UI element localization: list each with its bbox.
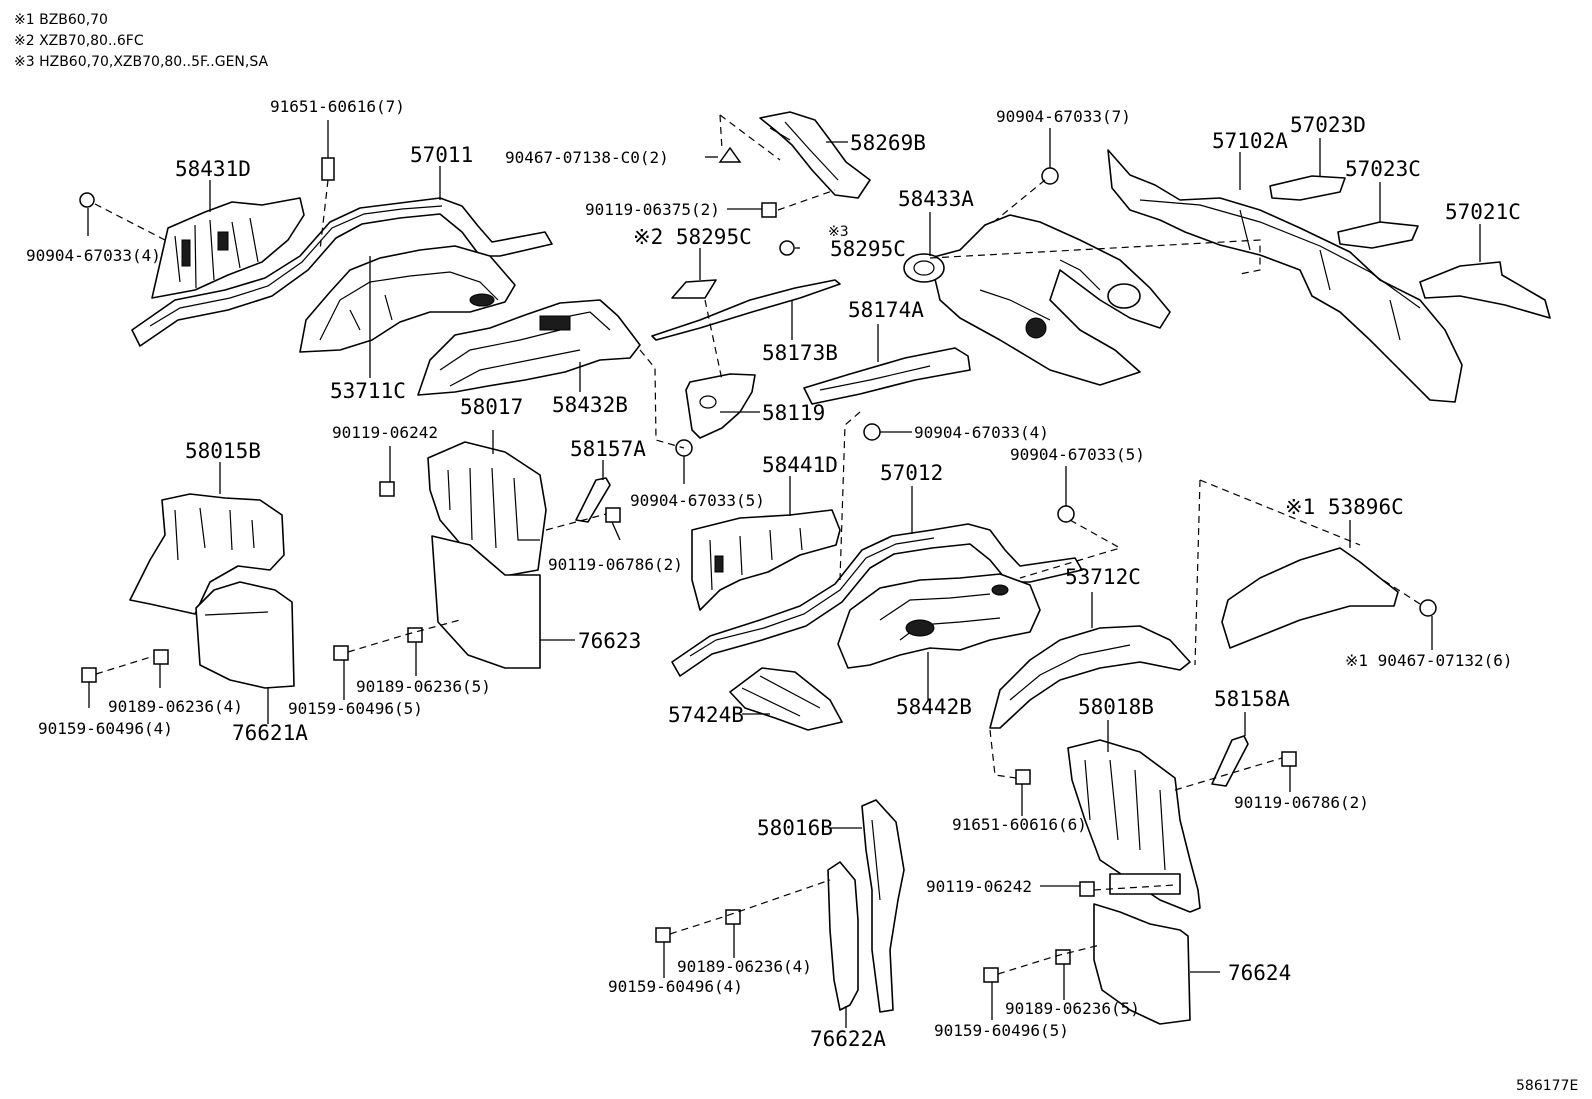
leader-lines [87,120,1481,1028]
part-57021c[interactable] [1419,261,1551,319]
part-76623[interactable] [431,535,541,669]
part-58017[interactable] [427,441,547,577]
note-2: ※2 XZB70,80..6FC [14,33,144,49]
label-91651-60616-6[interactable]: 91651-60616(6) [952,815,1087,834]
label-90189-06236-5a[interactable]: 90189-06236(5) [356,677,491,696]
note-1: ※1 BZB60,70 [14,12,108,28]
label-90904-67033-5b[interactable]: 90904-67033(5) [1010,445,1145,464]
label-58157a[interactable]: 58157A [570,437,646,461]
part-57023c[interactable] [1337,221,1419,249]
label-90904-67033-7[interactable]: 90904-67033(7) [996,107,1131,126]
part-53896c[interactable] [1221,547,1399,649]
label-90119-06242b[interactable]: 90119-06242 [926,877,1032,896]
part-58431d[interactable] [151,197,305,299]
label-90159-60496-4b[interactable]: 90159-60496(4) [608,977,743,996]
part-58018b[interactable] [1067,739,1201,913]
label-57023c[interactable]: 57023C [1345,157,1421,181]
part-58432b[interactable] [417,299,641,396]
part-57011[interactable] [131,197,553,347]
label-58269b[interactable]: 58269B [850,131,926,155]
label-90904-67033-5a[interactable]: 90904-67033(5) [630,491,765,510]
label-91651-60616-7[interactable]: 91651-60616(7) [270,97,405,116]
part-labels: 91651-60616(7) 57011 58431D 90904-67033(… [26,97,1521,1051]
part-58173b[interactable] [651,279,841,341]
label-58017[interactable]: 58017 [460,395,523,419]
part-58157a[interactable] [575,477,611,523]
label-58432b[interactable]: 58432B [552,393,628,417]
label-53712c[interactable]: 53712C [1065,565,1141,589]
part-58295c-small[interactable] [671,279,717,299]
label-58442b[interactable]: 58442B [896,695,972,719]
part-57424b[interactable] [729,667,843,731]
label-90904-67033-4b[interactable]: 90904-67033(4) [914,423,1049,442]
label-58158a[interactable]: 58158A [1214,687,1290,711]
diagram-id: 586177E [1516,1078,1578,1094]
part-76624[interactable] [1093,903,1191,1025]
note-3: ※3 HZB60,70,XZB70,80..5F..GEN,SA [14,54,268,70]
label-57021c[interactable]: 57021C [1445,200,1521,224]
label-58018b[interactable]: 58018B [1078,695,1154,719]
part-57012[interactable] [671,523,1083,677]
part-58119[interactable] [685,373,756,439]
label-90904-67033-4a[interactable]: 90904-67033(4) [26,246,161,265]
part-58174a[interactable] [803,347,971,405]
assembly-lines [94,114,1421,975]
label-58441d[interactable]: 58441D [762,453,838,477]
label-90467-07132[interactable]: ※1 90467-07132(6) [1345,651,1513,670]
label-58295c-2[interactable]: ※2 58295C [633,225,752,249]
label-90159-60496-4a[interactable]: 90159-60496(4) [38,719,173,738]
label-58016b[interactable]: 58016B [757,816,833,840]
part-58158a[interactable] [1211,735,1249,787]
part-57102a[interactable] [1107,149,1463,403]
label-76622a[interactable]: 76622A [810,1027,886,1051]
label-58173b[interactable]: 58173B [762,341,838,365]
label-57012[interactable]: 57012 [880,461,943,485]
label-58015b[interactable]: 58015B [185,439,261,463]
part-58015b[interactable] [129,493,285,615]
label-57023d[interactable]: 57023D [1290,113,1366,137]
part-58016b[interactable] [861,799,905,1013]
part-58433a[interactable] [903,214,1171,386]
part-76621a[interactable] [195,581,295,689]
part-58269b[interactable] [759,111,871,199]
label-53896c[interactable]: ※1 53896C [1285,495,1404,519]
label-57424b[interactable]: 57424B [668,703,744,727]
label-58174a[interactable]: 58174A [848,298,924,322]
label-58433a[interactable]: 58433A [898,187,974,211]
label-90189-06236-4b[interactable]: 90189-06236(4) [677,957,812,976]
part-58442b[interactable] [837,573,1041,669]
part-53712c[interactable] [989,625,1191,729]
label-58119[interactable]: 58119 [762,401,825,425]
fastener-icons [79,146,1437,983]
label-90467-07138[interactable]: 90467-07138-C0(2) [505,148,669,167]
label-90119-06375[interactable]: 90119-06375(2) [585,200,720,219]
label-90119-06242a[interactable]: 90119-06242 [332,423,438,442]
part-53711c[interactable] [299,245,516,353]
label-53711c[interactable]: 53711C [330,379,406,403]
label-76623[interactable]: 76623 [578,629,641,653]
label-90119-06786a[interactable]: 90119-06786(2) [548,555,683,574]
label-90159-60496-5b[interactable]: 90159-60496(5) [934,1021,1069,1040]
label-90159-60496-5a[interactable]: 90159-60496(5) [288,699,423,718]
label-57102a[interactable]: 57102A [1212,129,1288,153]
label-76624[interactable]: 76624 [1228,961,1291,985]
label-90189-06236-4a[interactable]: 90189-06236(4) [108,697,243,716]
label-58295c-3[interactable]: 58295C [830,237,906,261]
label-58431d[interactable]: 58431D [175,157,251,181]
label-57011[interactable]: 57011 [410,143,473,167]
part-57023d[interactable] [1269,175,1346,201]
label-76621a[interactable]: 76621A [232,721,308,745]
label-90189-06236-5b[interactable]: 90189-06236(5) [1005,999,1140,1018]
part-76622a[interactable] [827,861,859,1011]
label-58295c-3-mark: ※3 [828,224,849,240]
label-90119-06786b[interactable]: 90119-06786(2) [1234,793,1369,812]
